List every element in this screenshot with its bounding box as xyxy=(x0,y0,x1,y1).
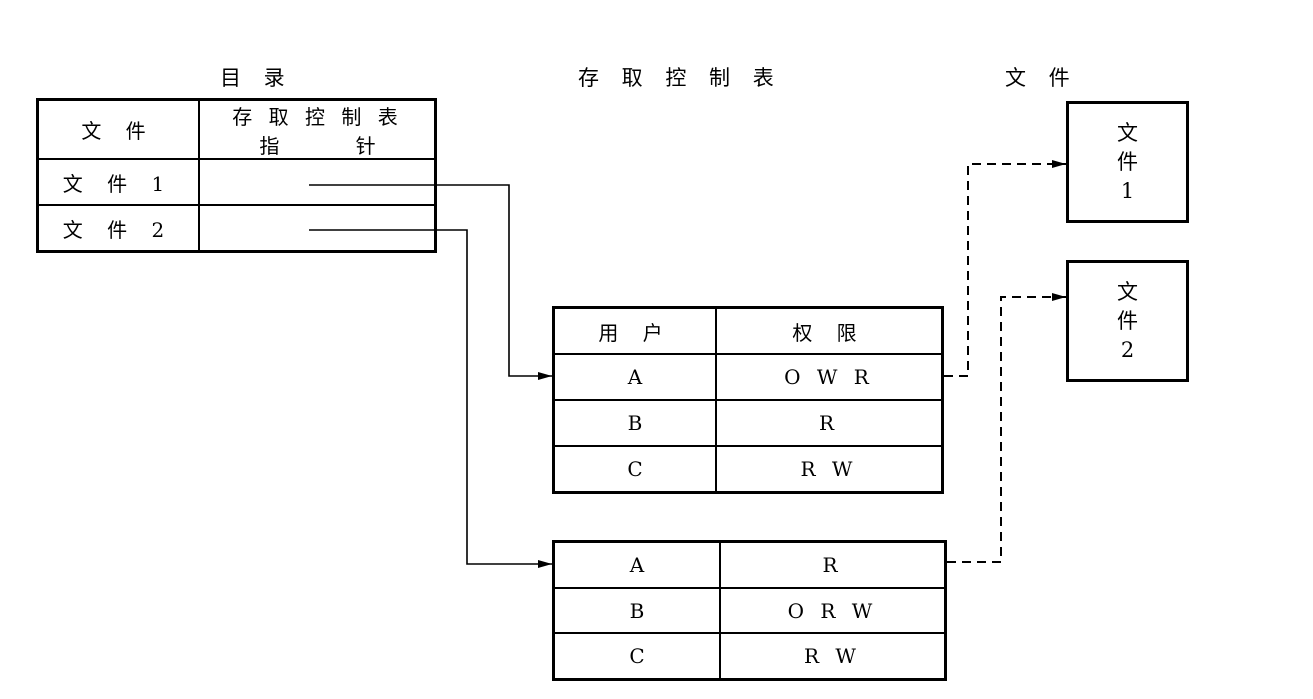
directory-table-rule xyxy=(36,204,437,206)
acl-1-row-user: C xyxy=(627,457,643,481)
acl-table-2 xyxy=(552,540,947,681)
directory-table-rule xyxy=(36,158,437,160)
file-box-2-line3: 2 xyxy=(1120,337,1135,362)
acl-table-1-rule xyxy=(552,445,944,447)
directory-row-file-1: 文 件 1 xyxy=(62,171,174,196)
acl-2-row-user: B xyxy=(629,598,645,623)
directory-heading: 目 录 xyxy=(220,66,293,90)
acl-2-row-user: A xyxy=(629,553,645,577)
acl-1-header-rights: 权 限 xyxy=(792,320,866,345)
acl-1-row-user: B xyxy=(627,411,643,435)
acl-1-row-rights: O W R xyxy=(784,365,874,389)
acl-1-header-user: 用 户 xyxy=(598,320,672,345)
acl-2-row-rights: R xyxy=(822,553,843,577)
acl-2-row-rights: O R W xyxy=(787,598,878,623)
acl-2-row-rights: R W xyxy=(804,644,861,668)
dashed-arrow-to-file-1 xyxy=(944,160,1066,377)
directory-table-divider xyxy=(198,98,200,253)
acl-1-row-rights: R xyxy=(818,411,840,435)
acl-table-1-rule xyxy=(552,399,944,401)
pointer-arrow-file-2 xyxy=(309,229,552,568)
acl-1-row-rights: R W xyxy=(800,457,858,481)
acl-table-2-rule xyxy=(552,632,947,634)
file-box-2-line2: 件 xyxy=(1117,308,1138,333)
directory-header-pointer-line2: 指 针 xyxy=(259,133,376,158)
acl-2-row-user: C xyxy=(629,644,645,668)
directory-header-file: 文 件 xyxy=(81,118,155,143)
file-box-1-line3: 1 xyxy=(1120,178,1135,203)
acl-1-row-user: A xyxy=(627,365,643,389)
file-box-1: 文 件 1 xyxy=(1066,101,1189,223)
file-box-1-line2: 件 xyxy=(1117,149,1138,174)
acl-table-2-divider xyxy=(719,540,721,681)
acl-table-1-rule xyxy=(552,353,944,355)
pointer-arrow-file-1 xyxy=(309,184,552,380)
file-box-2-line1: 文 xyxy=(1117,279,1138,304)
acl-heading: 存 取 控 制 表 xyxy=(578,66,782,90)
file-box-2: 文 件 2 xyxy=(1066,260,1189,382)
directory-table xyxy=(36,98,437,253)
files-heading: 文 件 xyxy=(1005,66,1078,90)
dashed-arrow-to-file-2 xyxy=(947,293,1066,563)
acl-table-2-rule xyxy=(552,587,947,589)
directory-row-file-2: 文 件 2 xyxy=(62,218,174,242)
directory-header-pointer-line1: 存 取 控 制 表 xyxy=(232,104,403,129)
file-box-1-line1: 文 xyxy=(1117,120,1138,145)
